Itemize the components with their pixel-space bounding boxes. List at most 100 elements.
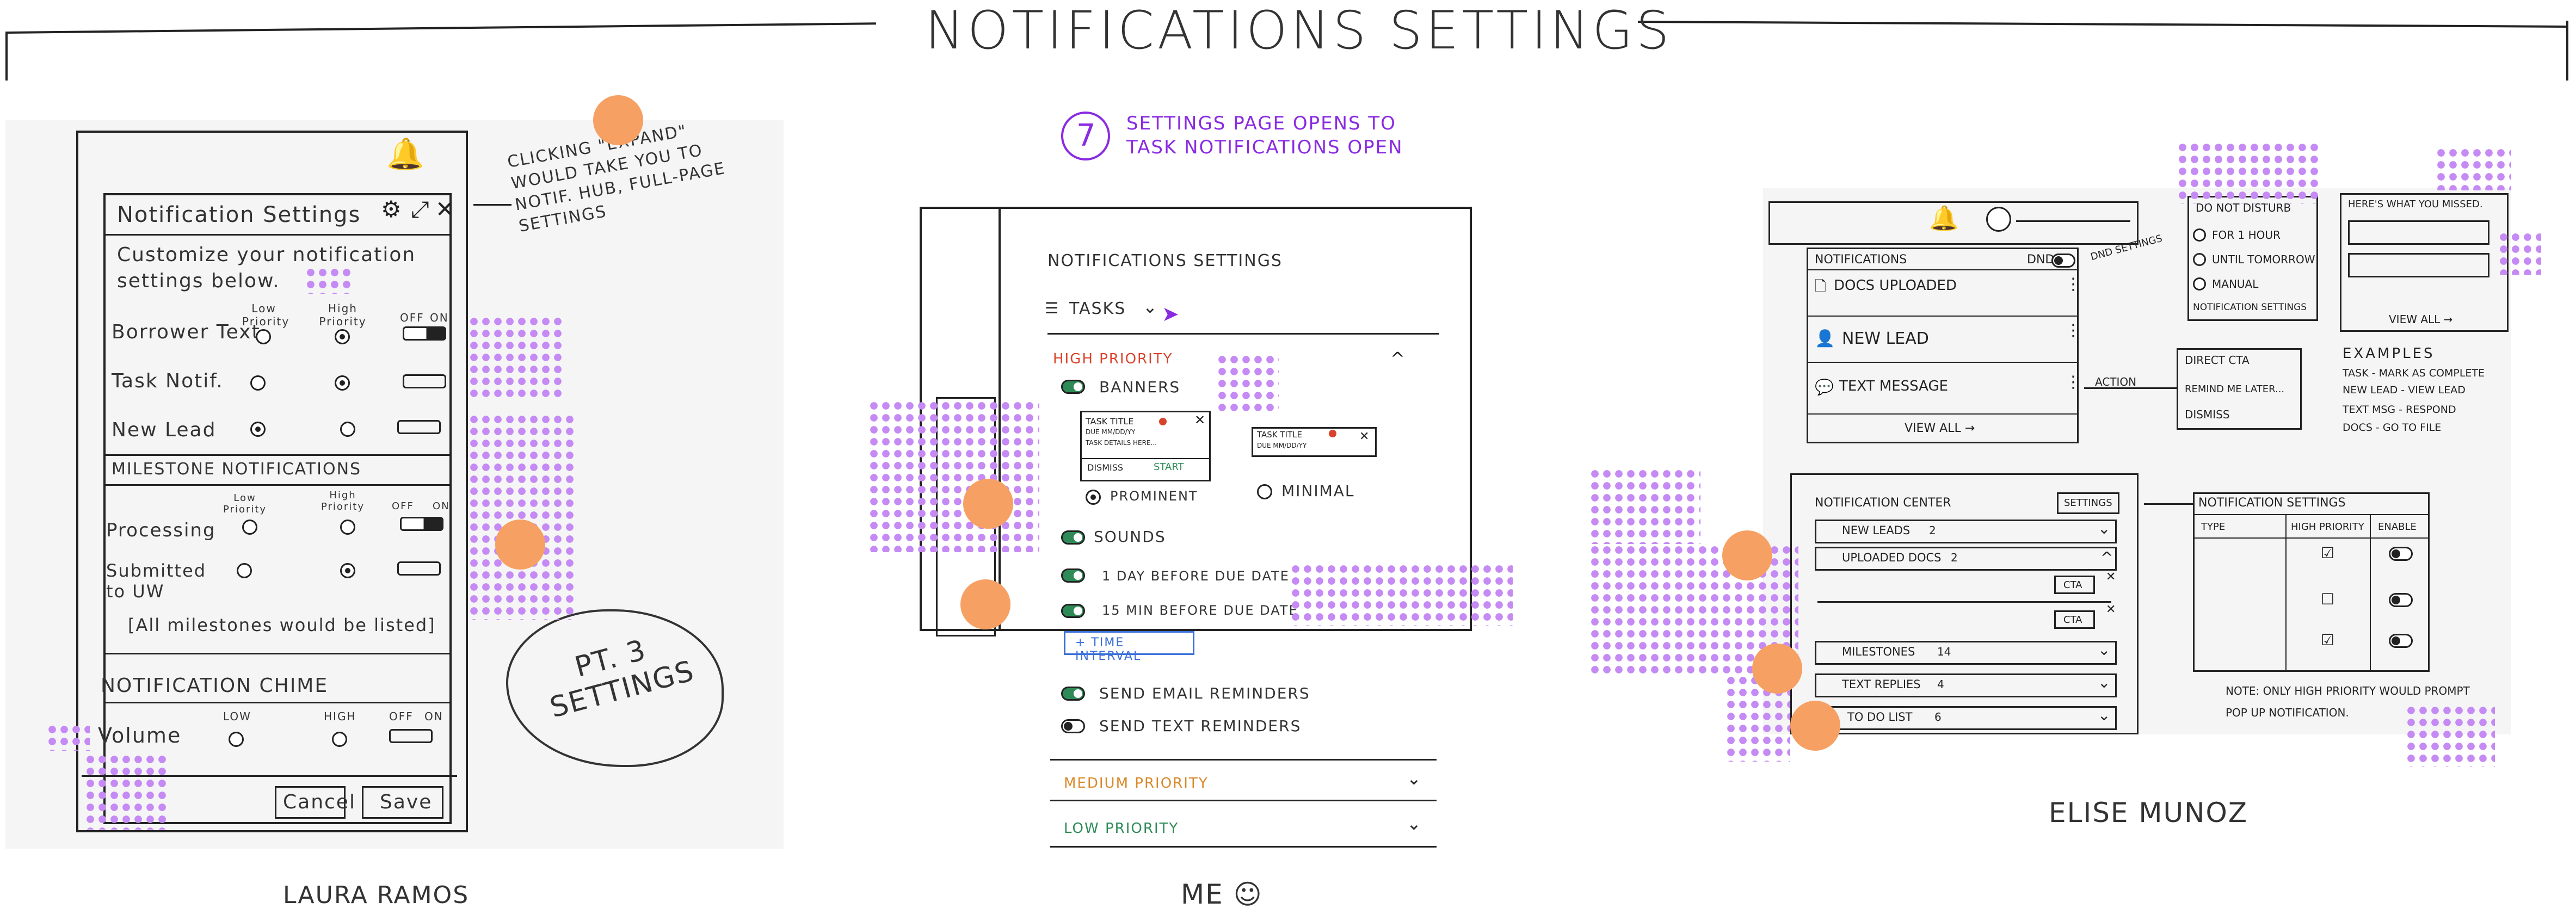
- enable-toggle[interactable]: [2389, 634, 2413, 648]
- cta-button[interactable]: CTA: [2054, 576, 2095, 594]
- save-button[interactable]: Save: [362, 786, 443, 819]
- cta-button[interactable]: CTA: [2054, 610, 2095, 629]
- chevron-down-icon[interactable]: ⌄: [1407, 768, 1421, 789]
- direct-cta-option[interactable]: DIRECT CTA: [2185, 354, 2250, 367]
- close-icon[interactable]: ✕: [2106, 603, 2116, 616]
- dismiss-option[interactable]: DISMISS: [2185, 408, 2230, 421]
- missed-item[interactable]: [2348, 220, 2489, 245]
- gear-icon[interactable]: ⚙: [381, 196, 402, 222]
- chevron-down-icon[interactable]: ⌄: [2098, 641, 2111, 659]
- checkbox[interactable]: ☑: [2321, 544, 2335, 562]
- message-icon: 💬: [1815, 378, 1834, 396]
- toggle[interactable]: [400, 517, 443, 531]
- low-radio[interactable]: [237, 563, 252, 578]
- close-icon[interactable]: ✕: [435, 196, 455, 222]
- toggle[interactable]: [397, 420, 441, 434]
- checkbox[interactable]: ☑: [2321, 631, 2335, 649]
- enable-toggle[interactable]: [2389, 547, 2413, 561]
- dnd-option-radio[interactable]: [2193, 228, 2206, 242]
- chevron-down-icon[interactable]: ⌄: [1407, 813, 1421, 834]
- dnd-option[interactable]: UNTIL TOMORROW: [2212, 253, 2315, 266]
- col-on-label: ON: [424, 710, 443, 723]
- center-item[interactable]: [1815, 520, 2117, 543]
- chevron-down-icon[interactable]: ⌄: [1143, 296, 1157, 317]
- center-item-label: NEW LEADS: [1842, 524, 1911, 537]
- col-high-label: High Priority: [319, 302, 367, 328]
- high-radio[interactable]: [340, 422, 355, 437]
- high-radio[interactable]: [335, 329, 350, 344]
- prominent-radio[interactable]: [1086, 490, 1101, 505]
- toggle[interactable]: [403, 374, 446, 388]
- dnd-option-radio[interactable]: [2193, 277, 2206, 290]
- missed-item[interactable]: [2348, 253, 2489, 277]
- notification-settings-link[interactable]: NOTIFICATION SETTINGS: [2193, 302, 2307, 313]
- new-lead-item[interactable]: NEW LEAD: [1842, 329, 1929, 348]
- chevron-up-icon[interactable]: ^: [2100, 548, 2113, 566]
- dot-grid: [305, 267, 354, 294]
- close-icon[interactable]: ✕: [1359, 430, 1370, 443]
- toggle[interactable]: [397, 561, 441, 576]
- high-radio[interactable]: [340, 563, 355, 578]
- low-radio[interactable]: [250, 422, 266, 437]
- avatar[interactable]: [1986, 207, 2011, 232]
- sounds-toggle[interactable]: [1061, 530, 1085, 545]
- example-item: NEW LEAD - VIEW LEAD: [2343, 384, 2466, 396]
- center-item[interactable]: [1815, 673, 2117, 697]
- high-radio[interactable]: [340, 520, 355, 535]
- docs-uploaded-item[interactable]: DOCS UPLOADED: [1834, 277, 1957, 294]
- enable-toggle[interactable]: [2389, 593, 2413, 607]
- text-toggle[interactable]: [1061, 719, 1085, 733]
- dot-grid: [1216, 354, 1279, 413]
- text-message-item[interactable]: TEXT MESSAGE: [1839, 378, 1949, 394]
- status-dot: [1329, 430, 1336, 437]
- banners-toggle[interactable]: [1061, 380, 1085, 394]
- chevron-up-icon[interactable]: ^: [1390, 348, 1405, 369]
- center-item[interactable]: [1815, 641, 2117, 665]
- chevron-down-icon[interactable]: ⌄: [2098, 673, 2111, 691]
- bell-icon[interactable]: 🔔: [1929, 205, 1959, 232]
- more-icon[interactable]: ⋮: [2065, 275, 2081, 294]
- time-interval-button[interactable]: + TIME INTERVAL: [1064, 631, 1194, 663]
- one-day-toggle[interactable]: [1061, 568, 1085, 583]
- dismiss-button[interactable]: DISMISS: [1087, 462, 1124, 473]
- close-icon[interactable]: ✕: [1194, 412, 1206, 428]
- remind-later-option[interactable]: REMIND ME LATER...: [2185, 384, 2285, 395]
- checkbox[interactable]: ☐: [2321, 590, 2335, 608]
- minimal-radio[interactable]: [1257, 484, 1272, 499]
- low-radio[interactable]: [250, 375, 266, 391]
- row-label: New Lead: [112, 419, 217, 441]
- toggle[interactable]: [403, 326, 446, 341]
- settings-note: NOTE: ONLY HIGH PRIORITY WOULD PROMPT PO…: [2226, 684, 2470, 719]
- tasks-dropdown[interactable]: TASKS: [1069, 299, 1126, 318]
- start-button[interactable]: START: [1154, 461, 1184, 473]
- step-circle: 7: [1061, 112, 1110, 160]
- medium-priority-label[interactable]: MEDIUM PRIORITY: [1064, 775, 1209, 792]
- cancel-button[interactable]: Cancel: [275, 786, 355, 819]
- low-priority-label[interactable]: LOW PRIORITY: [1064, 820, 1179, 837]
- center-item[interactable]: [1815, 547, 2117, 571]
- vol-high-radio[interactable]: [332, 732, 347, 747]
- close-icon[interactable]: ✕: [2106, 570, 2116, 584]
- more-icon[interactable]: ⋮: [2065, 373, 2081, 392]
- missed-view-all-link[interactable]: VIEW ALL →: [2389, 313, 2453, 326]
- high-radio[interactable]: [335, 375, 350, 391]
- dnd-toggle[interactable]: [2051, 254, 2075, 268]
- chevron-down-icon[interactable]: ⌄: [2098, 706, 2111, 724]
- view-all-link[interactable]: VIEW ALL →: [1905, 422, 1975, 435]
- settings-button[interactable]: SETTINGS: [2057, 492, 2119, 514]
- vol-low-radio[interactable]: [229, 732, 244, 747]
- email-toggle[interactable]: [1061, 687, 1085, 701]
- chevron-down-icon[interactable]: ⌄: [2098, 520, 2111, 537]
- low-radio[interactable]: [256, 329, 271, 344]
- user-icon: 👤: [1815, 329, 1835, 348]
- toggle[interactable]: [389, 729, 433, 743]
- more-icon[interactable]: ⋮: [2065, 321, 2081, 340]
- dnd-option-radio[interactable]: [2193, 253, 2206, 266]
- expand-icon[interactable]: ⤢: [411, 196, 429, 222]
- fifteen-min-toggle[interactable]: [1061, 604, 1085, 618]
- dnd-option[interactable]: MANUAL: [2212, 277, 2259, 290]
- missed-title: HERE'S WHAT YOU MISSED.: [2348, 199, 2483, 210]
- low-radio[interactable]: [242, 520, 257, 535]
- dnd-option[interactable]: FOR 1 HOUR: [2212, 228, 2281, 242]
- action-menu: [2177, 348, 2302, 430]
